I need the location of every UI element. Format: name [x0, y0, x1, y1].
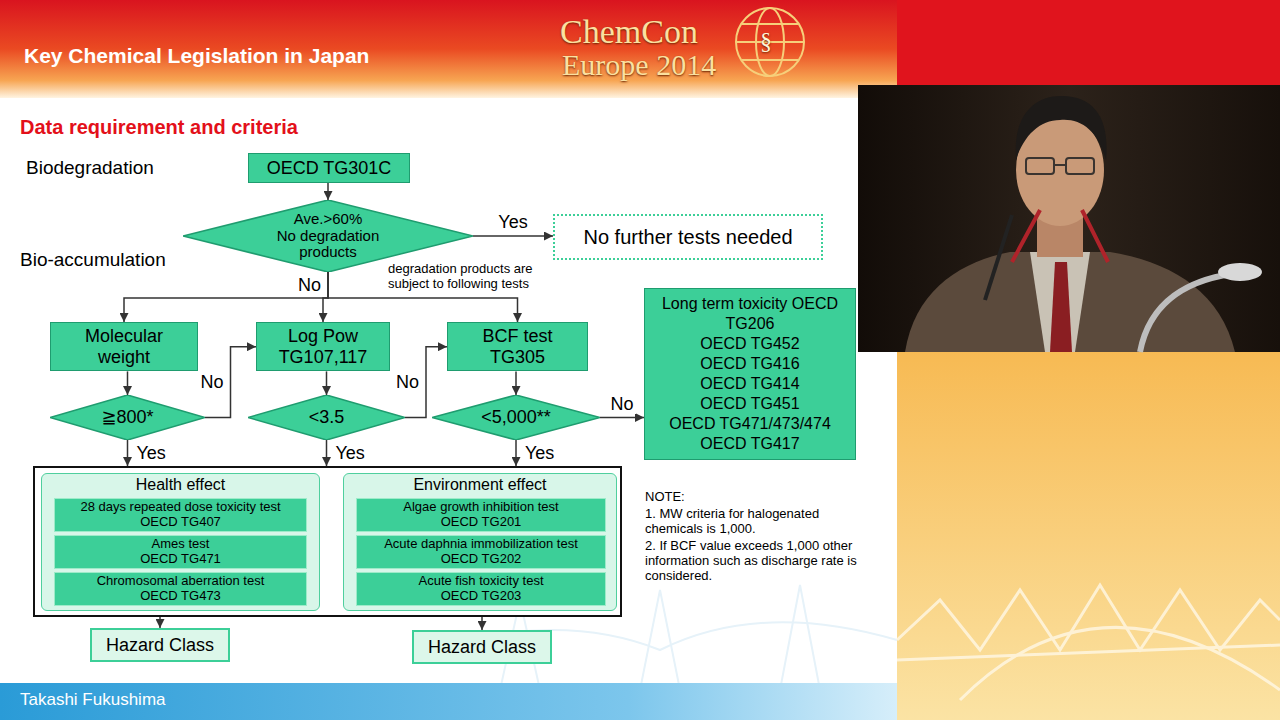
- decision-diamond: <5,000**: [432, 395, 600, 440]
- bridge-watermark: [420, 585, 897, 690]
- globe-logo: [736, 8, 804, 76]
- connector: [473, 235, 553, 237]
- edge-label: No: [199, 372, 226, 393]
- result-box: Hazard Class: [412, 630, 552, 664]
- node-subtext: OECD TG471: [140, 552, 221, 567]
- result-box: Hazard Class: [90, 628, 230, 662]
- node-subtext: OECD TG203: [441, 589, 522, 604]
- edge-label: No: [296, 275, 323, 296]
- node-text: Molecular weight: [64, 326, 184, 367]
- connector: [326, 440, 328, 466]
- connector: [326, 371, 328, 395]
- test-box: Algae growth inhibition testOECD TG201: [356, 498, 606, 532]
- node-text: OECD TG301C: [267, 158, 392, 179]
- connector: [600, 417, 644, 419]
- edge-label: Yes: [523, 443, 556, 464]
- connector: [515, 440, 517, 466]
- edge-label: Yes: [334, 443, 367, 464]
- note-heading: NOTE:: [645, 490, 857, 505]
- test-group-frame: Health effect 28 days repeated dose toxic…: [33, 466, 622, 617]
- node-text: BCF test: [482, 326, 552, 347]
- diamond-shape: [432, 395, 600, 440]
- node-subtext: OECD TG201: [441, 515, 522, 530]
- test-box: 28 days repeated dose toxicity testOECD …: [54, 498, 307, 532]
- note-text: 2. If BCF value exceeds 1,000 other info…: [645, 539, 857, 584]
- node-subtext: OECD TG473: [140, 589, 221, 604]
- node-subtext: OECD TG417: [700, 434, 799, 454]
- node-text: Algae growth inhibition test: [403, 500, 558, 515]
- process-box: Log PowTG107,117: [256, 322, 390, 371]
- node-text: Hazard Class: [428, 637, 536, 658]
- header-band: [0, 0, 897, 98]
- logo-text: ChemCon: [560, 12, 698, 51]
- node-text: Acute fish toxicity test: [419, 574, 544, 589]
- side-panel-band: [897, 0, 1280, 85]
- node-text: Log Pow: [288, 326, 358, 347]
- slide-title: Key Chemical Legislation in Japan: [24, 44, 369, 68]
- node-subtext: OECD TG452: [700, 334, 799, 354]
- process-box: OECD TG301C: [248, 153, 410, 183]
- presenter-name: Takashi Fukushima: [20, 690, 166, 710]
- node-subtext: OECD TG451: [700, 394, 799, 414]
- process-box: Molecular weight: [50, 322, 198, 371]
- logo-symbol: §: [760, 28, 772, 56]
- test-box: Ames testOECD TG471: [54, 535, 307, 569]
- connector: [124, 272, 328, 322]
- node-subtext: OECD TG202: [441, 552, 522, 567]
- node-subtext: TG305: [490, 347, 545, 368]
- node-text: 28 days repeated dose toxicity test: [80, 500, 280, 515]
- node-text: Long term toxicity OECD TG206: [653, 294, 847, 334]
- node-subtext: OECD TG416: [700, 354, 799, 374]
- test-box: Chromosomal aberration testOECD TG473: [54, 572, 307, 606]
- terminal-box: No further tests needed: [553, 214, 823, 260]
- process-box: BCF testTG305: [447, 322, 588, 371]
- node-text: Ames test: [152, 537, 210, 552]
- section-heading: Data requirement and criteria: [20, 116, 298, 139]
- note-text: 1. MW criteria for halogenated chemicals…: [645, 507, 857, 537]
- connector: [327, 183, 329, 200]
- node-text: Acute daphnia immobilization test: [384, 537, 578, 552]
- connector: [515, 371, 517, 395]
- node-subtext: TG107,117: [279, 347, 368, 368]
- node-subtext: OECD TG407: [140, 515, 221, 530]
- node-subtext: No degradation products: [268, 228, 388, 261]
- node-text: Environment effect: [413, 476, 546, 494]
- row-label: Biodegradation: [26, 157, 154, 179]
- test-list-box: Long term toxicity OECD TG206OECD TG452O…: [644, 288, 856, 460]
- bridge-picture: [897, 585, 1280, 700]
- annotation: degradation products are subject to foll…: [388, 262, 560, 292]
- diamond-shape: [50, 395, 205, 440]
- row-label: Bio-accumulation: [20, 249, 166, 271]
- test-box: Acute fish toxicity testOECD TG203: [356, 572, 606, 606]
- speaker-video: [858, 85, 1280, 352]
- edge-label: Yes: [496, 212, 529, 233]
- decision-diamond: ≧800*: [50, 395, 205, 440]
- effect-panel: Health effect 28 days repeated dose toxic…: [41, 473, 320, 611]
- node-text: Ave.>60%: [268, 211, 388, 228]
- edge-label: No: [394, 372, 421, 393]
- effect-panel: Environment effectAlgae growth inhibitio…: [343, 473, 617, 611]
- decision-diamond: <3.5: [248, 395, 405, 440]
- node-text: Chromosomal aberration test: [97, 574, 265, 589]
- edge-label: No: [609, 394, 636, 415]
- node-text: ≧800*: [101, 407, 153, 428]
- node-text: Health effect: [136, 476, 226, 494]
- connector: [127, 371, 129, 395]
- diamond-shape: [248, 395, 405, 440]
- test-box: Acute daphnia immobilization testOECD TG…: [356, 535, 606, 569]
- node-text: <3.5: [309, 407, 345, 428]
- logo-text: Europe 2014: [562, 48, 716, 83]
- connector: [127, 440, 129, 466]
- footer-band: [0, 683, 897, 720]
- node-text: Hazard Class: [106, 635, 214, 656]
- edge-label: Yes: [135, 443, 168, 464]
- node-subtext: OECD TG414: [700, 374, 799, 394]
- node-text: <5,000**: [481, 407, 551, 428]
- node-subtext: OECD TG471/473/474: [669, 414, 831, 434]
- node-text: No further tests needed: [583, 226, 792, 249]
